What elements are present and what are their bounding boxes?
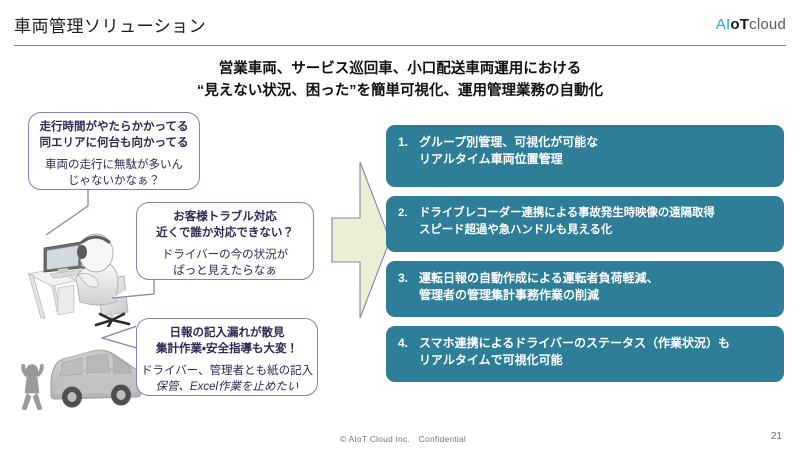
bubble-2-bottom: ドライバーの今の状況が ぱっと見えたらなぁ bbox=[141, 248, 309, 279]
solution-box-2-number: 2. bbox=[398, 207, 408, 219]
subtitle-line-2: “見えない状況、困った”を簡単可視化、運用管理業務の自動化 bbox=[197, 83, 603, 99]
solution-box-1-line-1: グループ別管理、可視化が可能な bbox=[419, 135, 599, 149]
solution-box-4[interactable]: 4. スマホ連携によるドライバーのステータス（作業状況）も リアルタイムで可視化… bbox=[386, 326, 784, 382]
bubble-2-spacer bbox=[141, 241, 309, 248]
solution-box-3-number: 3. bbox=[398, 271, 409, 285]
solution-box-list: 1. グループ別管理、可視化が可能な リアルタイム車両位置管理 2. ドライブレ… bbox=[386, 125, 784, 391]
solution-box-2[interactable]: 2. ドライブレコーダー連携による事故発生時映像の遠隔取得 スピード超過や急ハン… bbox=[386, 196, 784, 252]
bubble-2-top-line-2: 近くで誰か対応できない？ bbox=[156, 226, 294, 239]
solution-box-4-line-2: リアルタイムで可視化可能 bbox=[419, 353, 563, 367]
right-arrow-icon bbox=[331, 161, 391, 319]
bubble-1-bottom-line-1: 車両の走行に無駄が多いん bbox=[45, 159, 183, 171]
bubble-1-bottom: 車両の走行に無駄が多いん じゃないかなぁ？ bbox=[33, 158, 195, 189]
header-divider bbox=[14, 45, 786, 47]
bubble-3-top-line-2: 集計作業・安全指導も大変！ bbox=[156, 342, 298, 355]
solution-box-4-line-1: スマホ連携によるドライバーのステータス（作業状況）も bbox=[419, 336, 731, 350]
bubble-1-bottom-line-2: じゃないかなぁ？ bbox=[68, 174, 160, 187]
aiotcloud-logo: AIoTcloud bbox=[716, 16, 786, 33]
bubble-3-bottom-line-2: 保管、Excel作業を止めたい bbox=[155, 380, 299, 393]
solution-box-3[interactable]: 3. 運転日報の自動作成による運転者負荷軽減、 管理者の管理集計事務作業の削減 bbox=[386, 261, 784, 317]
speech-bubble-1: 走行時間がやたらかかってる 同エリアに何台も向かってる 車両の走行に無駄が多いん… bbox=[28, 112, 200, 190]
page-title: 車両管理ソリューション bbox=[14, 17, 207, 36]
solution-box-1-line-2: リアルタイム車両位置管理 bbox=[419, 152, 563, 166]
bubble-2-bottom-line-1: ドライバーの今の状況が bbox=[161, 249, 289, 261]
bubble-1-spacer bbox=[33, 151, 195, 158]
subtitle-line-1: 営業車両、サービス巡回車、小口配送車両運用における bbox=[218, 61, 582, 77]
bubble-3-top-line-1: 日報の記入漏れが散見 bbox=[169, 327, 285, 339]
bubble-tail-1 bbox=[45, 181, 103, 236]
page-number: 21 bbox=[770, 431, 782, 442]
bubble-1-top-line-2: 同エリアに何台も向かってる bbox=[39, 136, 189, 149]
solution-box-2-line-2: スピード超過や急ハンドルも見える化 bbox=[419, 224, 613, 236]
bubble-1-top-line-1: 走行時間がやたらかかってる bbox=[39, 121, 189, 133]
solution-box-1-number: 1. bbox=[398, 135, 409, 149]
solution-box-2-line-1: ドライブレコーダー連携による事故発生時映像の遠隔取得 bbox=[419, 207, 715, 219]
solution-box-3-line-2: 管理者の管理集計事務作業の削減 bbox=[419, 288, 600, 302]
solution-box-4-number: 4. bbox=[398, 336, 409, 350]
bubble-3-bottom-line-1: ドライバー、管理者とも紙の記入 bbox=[141, 365, 314, 377]
bubble-3-top: 日報の記入漏れが散見 集計作業・安全指導も大変！ bbox=[141, 326, 313, 357]
bubble-3-spacer bbox=[141, 357, 313, 364]
logo-cloud: cloud bbox=[749, 16, 786, 33]
person-at-desk-illustration bbox=[26, 233, 131, 327]
speech-bubble-2: お客様トラブル対応 近くで誰か対応できない？ ドライバーの今の状況が ぱっと見え… bbox=[136, 202, 314, 280]
bubble-3-bottom: ドライバー、管理者とも紙の記入 保管、Excel作業を止めたい bbox=[141, 364, 313, 395]
bubble-2-top: お客様トラブル対応 近くで誰か対応できない？ bbox=[141, 210, 309, 241]
logo-a: A bbox=[715, 16, 727, 33]
bubble-1-top: 走行時間がやたらかかってる 同エリアに何台も向かってる bbox=[33, 120, 195, 151]
bubble-2-top-line-1: お客様トラブル対応 bbox=[173, 211, 277, 223]
van-and-person-illustration bbox=[21, 349, 142, 411]
bubble-2-bottom-line-2: ぱっと見えたらなぁ bbox=[173, 264, 277, 277]
solution-box-1-text: グループ別管理、可視化が可能な リアルタイム車両位置管理 bbox=[419, 134, 774, 168]
solution-box-3-line-1: 運転日報の自動作成による運転者負荷軽減、 bbox=[419, 271, 659, 285]
solution-box-2-text: ドライブレコーダー連携による事故発生時映像の遠隔取得 スピード超過や急ハンドルも… bbox=[419, 205, 774, 239]
speech-bubble-3: 日報の記入漏れが散見 集計作業・安全指導も大変！ ドライバー、管理者とも紙の記入… bbox=[136, 318, 318, 396]
solution-box-4-text: スマホ連携によるドライバーのステータス（作業状況）も リアルタイムで可視化可能 bbox=[419, 335, 774, 369]
logo-i: I bbox=[726, 16, 731, 33]
subtitle: 営業車両、サービス巡回車、小口配送車両運用における “見えない状況、困った”を簡… bbox=[0, 58, 800, 102]
solution-box-3-text: 運転日報の自動作成による運転者負荷軽減、 管理者の管理集計事務作業の削減 bbox=[419, 270, 774, 304]
footer-copyright: © AIoT Cloud Inc. Confidential bbox=[340, 434, 466, 444]
solution-box-1[interactable]: 1. グループ別管理、可視化が可能な リアルタイム車両位置管理 bbox=[386, 125, 784, 187]
logo-ot: oT bbox=[730, 16, 750, 33]
